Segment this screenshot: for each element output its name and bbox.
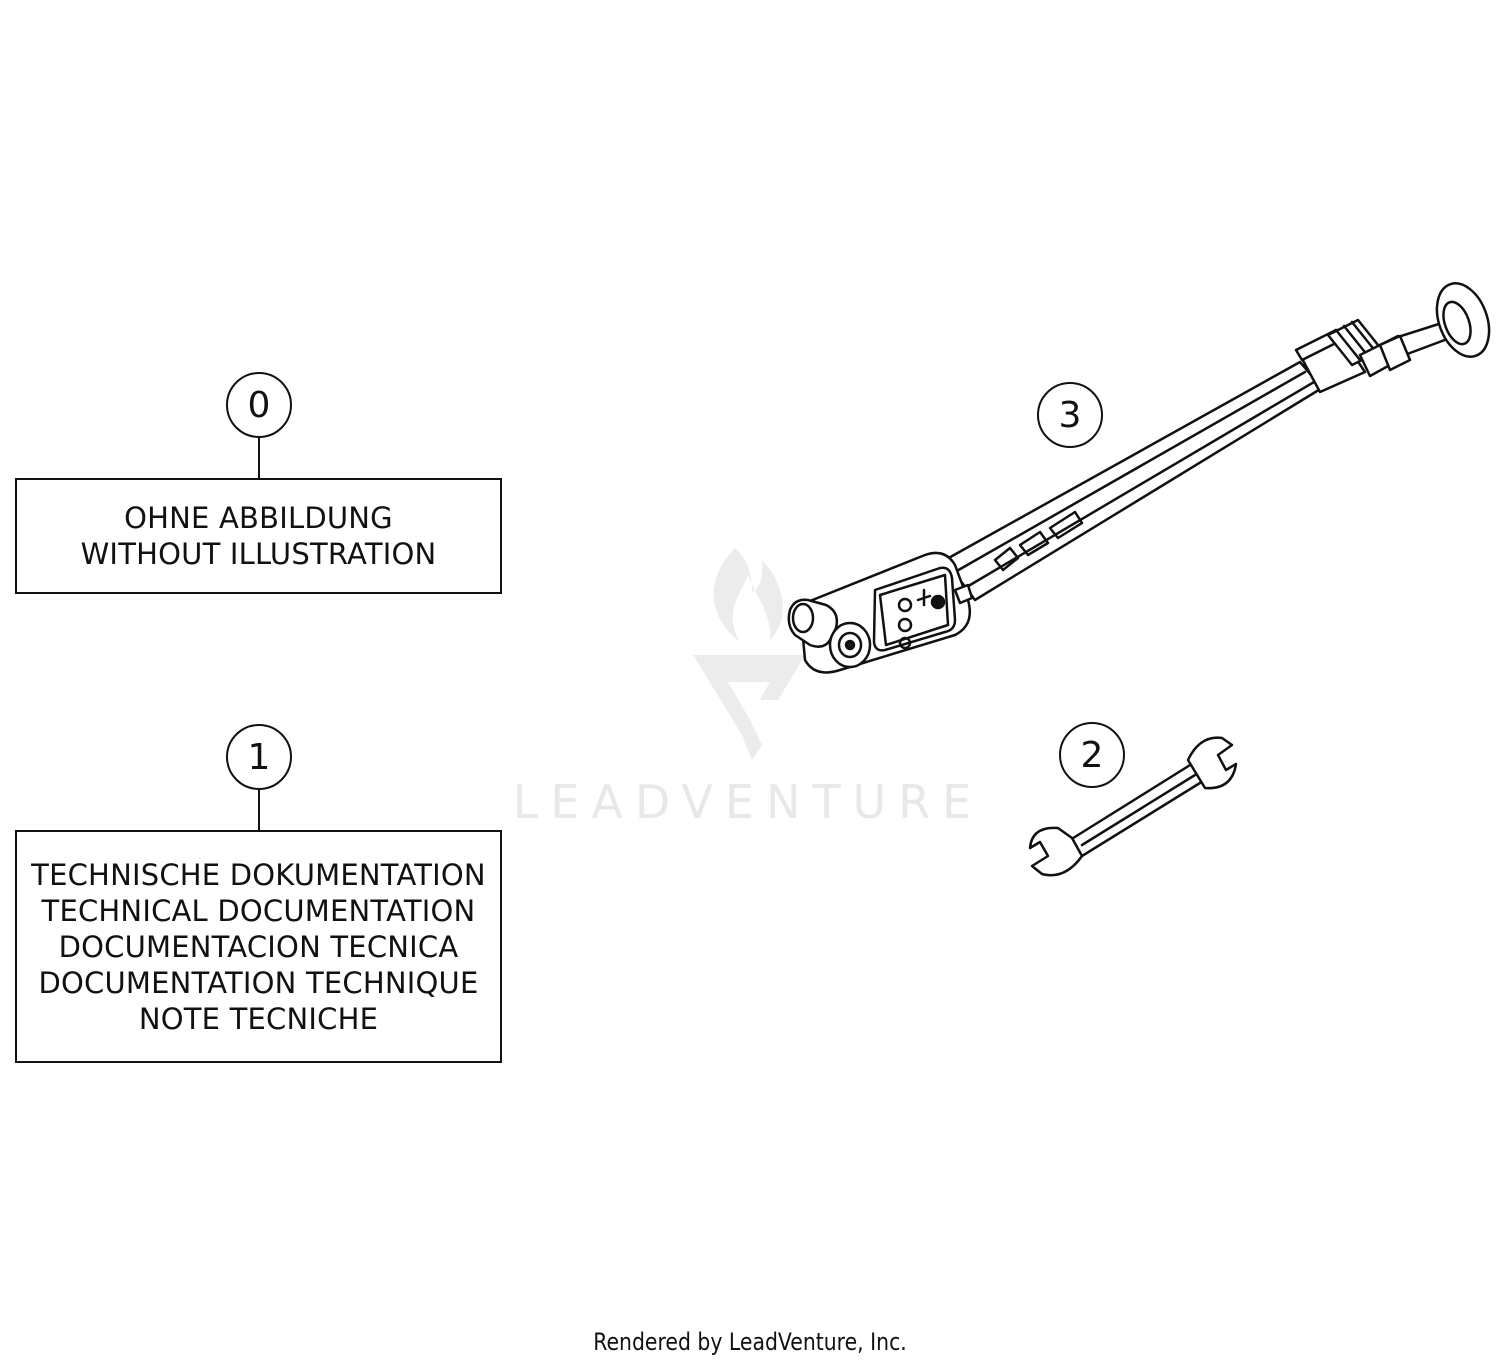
label-line-en: TECHNICAL DOCUMENTATION	[41, 893, 476, 928]
callout-item-2: 2	[1059, 722, 1125, 788]
callout-item-3: 3	[1037, 382, 1103, 448]
label-line-it: NOTE TECNICHE	[138, 1001, 379, 1036]
label-box-without-illustration: OHNE ABBILDUNG WITHOUT ILLUSTRATION	[15, 478, 502, 594]
label-line-es: DOCUMENTACION TECNICA	[58, 929, 459, 964]
label-line-de: OHNE ABBILDUNG	[124, 501, 393, 535]
label-box-technical-documentation: TECHNISCHE DOKUMENTATION TECHNICAL DOCUM…	[15, 830, 502, 1063]
watermark-text: LEADVENTURE	[513, 775, 984, 829]
callout-number: 3	[1058, 394, 1082, 436]
footer-rendered-by: Rendered by LeadVenture, Inc.	[593, 1328, 907, 1356]
callout-number: 1	[247, 736, 271, 778]
open-end-wrench-icon	[1028, 736, 1238, 877]
callout-number: 2	[1080, 734, 1104, 776]
callout-item-1: 1	[226, 724, 292, 790]
callout-item-0: 0	[226, 372, 292, 438]
watermark-logo-icon	[693, 548, 805, 760]
label-line-en: WITHOUT ILLUSTRATION	[80, 537, 437, 571]
leader-line-item-1	[258, 789, 260, 831]
leader-line-item-0	[258, 437, 260, 479]
suspension-pump-icon	[787, 282, 1491, 674]
callout-number: 0	[247, 384, 271, 426]
label-line-de: TECHNISCHE DOKUMENTATION	[31, 857, 486, 892]
label-line-fr: DOCUMENTATION TECHNIQUE	[38, 965, 479, 1000]
